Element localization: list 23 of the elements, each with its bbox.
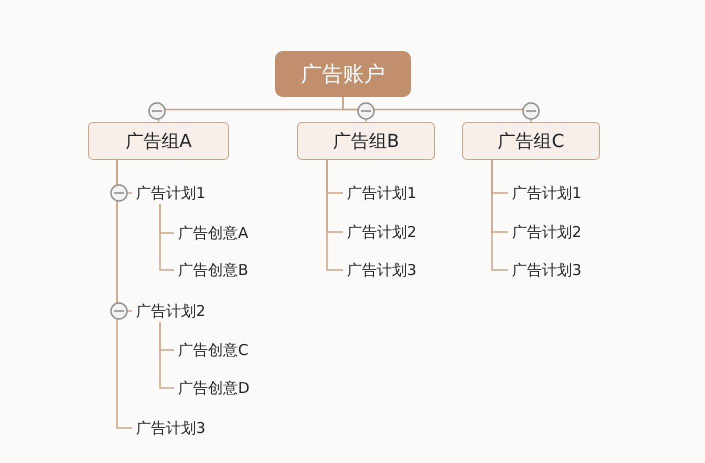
connector-line	[116, 160, 132, 429]
plan-label: 广告计划2	[135, 300, 207, 322]
plan-label: 广告计划1	[511, 182, 583, 204]
plan-label: 广告计划1	[346, 182, 418, 204]
connector-line	[491, 160, 508, 271]
connector-line	[326, 160, 343, 271]
group-node: 广告组C	[462, 122, 600, 160]
plan-label: 广告创意C	[177, 339, 250, 361]
plan-label: 广告计划1	[135, 182, 207, 204]
plan-label: 广告计划2	[346, 221, 418, 243]
group-node: 广告组B	[297, 122, 435, 160]
plan-label: 广告计划3	[135, 417, 207, 439]
group-node: 广告组A	[88, 122, 229, 160]
plan-label: 广告计划3	[346, 259, 418, 281]
connector-line	[342, 97, 532, 122]
plan-label: 广告创意D	[177, 377, 251, 399]
plan-label: 广告创意B	[177, 259, 250, 281]
connector-line	[159, 322, 174, 389]
plan-label: 广告创意A	[177, 222, 250, 244]
connector-line	[159, 204, 174, 271]
root-node: 广告账户	[275, 51, 411, 97]
plan-label: 广告计划3	[511, 259, 583, 281]
plan-label: 广告计划2	[511, 221, 583, 243]
